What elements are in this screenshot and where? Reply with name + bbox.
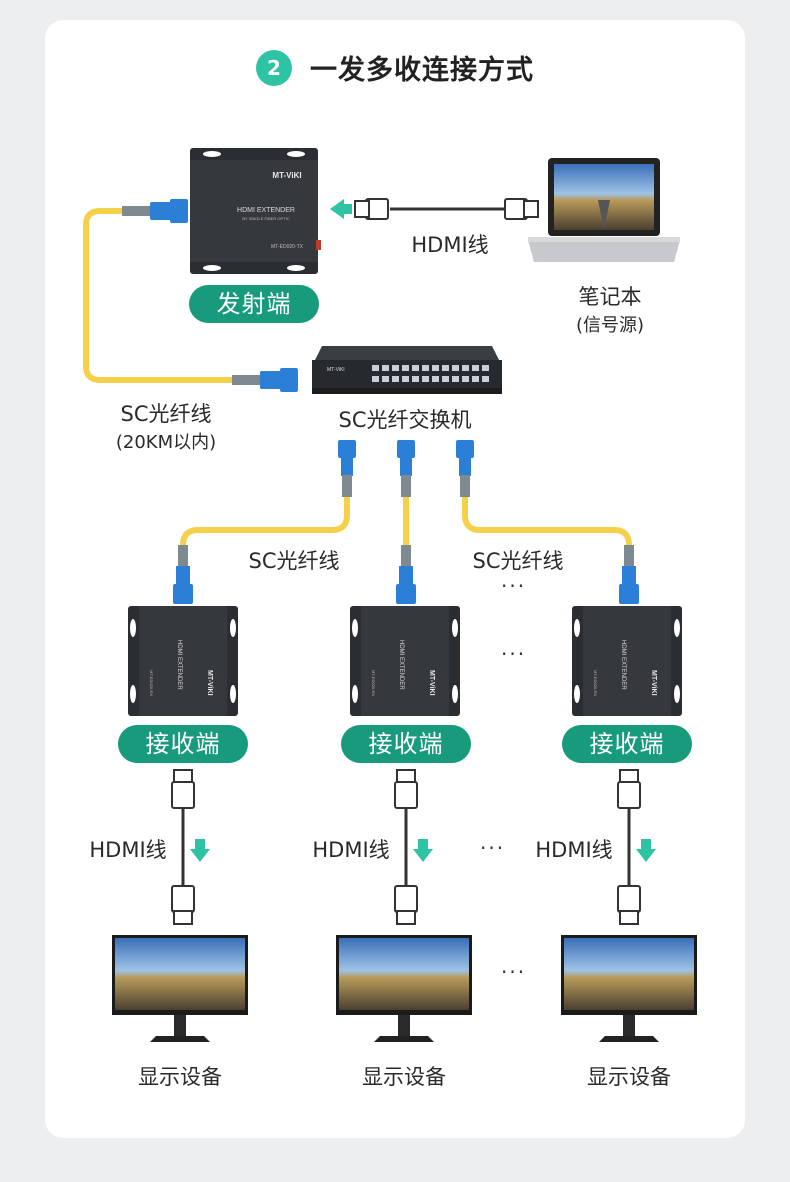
hdmi-cable-label-3: HDMI线 <box>535 838 613 862</box>
arrow-down-icon <box>636 839 656 862</box>
fiber-connector-switch <box>232 368 298 392</box>
ellipsis-2: ··· <box>501 642 527 666</box>
fiber-cable-label-right: SC光纤线 <box>472 549 564 573</box>
ellipsis-3: ··· <box>480 836 506 860</box>
fiber-switch-image: MT-ViKI <box>312 346 502 394</box>
hdmi-cable-2 <box>394 769 433 925</box>
tx-tagline: BY SINGLE FIBER OPTIC <box>242 216 289 221</box>
laptop-sub-label: (信号源) <box>575 315 645 336</box>
transmitter-label: 发射端 <box>189 285 319 323</box>
hdmi-cable-label-top: HDMI线 <box>411 233 489 257</box>
step-badge: 2 <box>256 49 292 86</box>
laptop-label: 笔记本 <box>578 285 642 309</box>
hdmi-cable-top <box>330 198 539 220</box>
display-label-1: 显示设备 <box>138 1065 222 1089</box>
receiver-device-2: HDMI EXTENDER MT-ViKI MT-ED020-RX <box>350 606 460 716</box>
transmitter-device: MT-ViKI HDMI EXTENDER BY SINGLE FIBER OP… <box>190 148 321 274</box>
receiver-label-2: 接收端 <box>341 725 471 763</box>
rx1-brand: MT-ViKI <box>206 670 213 696</box>
receiver-device-1: HDMI EXTENDER MT-ViKI MT-ED020-RX <box>128 606 238 716</box>
hdmi-cable-label-1: HDMI线 <box>89 838 167 862</box>
receiver-device-3: HDMI EXTENDER MT-ViKI MT-ED020-RX <box>572 606 682 716</box>
ellipsis-1: ··· <box>501 574 527 598</box>
rx3-brand: MT-ViKI <box>650 670 657 696</box>
rx1-model: MT-ED020-RX <box>149 670 154 696</box>
arrow-down-icon <box>190 839 210 862</box>
switch-connectors <box>338 440 474 497</box>
receiver-label-3: 接收端 <box>562 725 692 763</box>
rx1-product: HDMI EXTENDER <box>176 640 182 690</box>
switch-label: SC光纤交换机 <box>338 408 472 432</box>
receiver-connectors <box>173 545 639 604</box>
title-text: 一发多收连接方式 <box>310 55 534 86</box>
tx-product: HDMI EXTENDER <box>237 207 295 214</box>
rx3-product: HDMI EXTENDER <box>620 640 626 690</box>
section-title: 2 一发多收连接方式 <box>0 48 790 87</box>
receiver-label-1: 接收端 <box>118 725 248 763</box>
ellipsis-4: ··· <box>501 960 527 984</box>
arrow-down-icon <box>413 839 433 862</box>
fiber-cable-tx <box>83 208 263 383</box>
fiber-cable-label-tx: SC光纤线 <box>120 402 212 426</box>
monitor-3 <box>561 935 697 1042</box>
display-label-2: 显示设备 <box>362 1065 446 1089</box>
display-label-3: 显示设备 <box>587 1065 671 1089</box>
fiber-cable-rx3 <box>462 492 632 578</box>
rx2-model: MT-ED020-RX <box>371 670 376 696</box>
monitor-2 <box>336 935 472 1042</box>
rx2-product: HDMI EXTENDER <box>398 640 404 690</box>
tx-model: MT-ED020-TX <box>271 244 304 250</box>
tx-brand: MT-ViKI <box>272 171 301 180</box>
rx3-model: MT-ED020-RX <box>593 670 598 696</box>
switch-brand: MT-ViKI <box>327 367 345 373</box>
laptop-image <box>528 158 680 262</box>
monitor-1 <box>112 935 248 1042</box>
fiber-range-label: (20KM以内) <box>115 432 217 453</box>
fiber-cable-rx1 <box>180 492 350 578</box>
hdmi-cable-1 <box>171 769 210 925</box>
rx2-brand: MT-ViKI <box>428 670 435 696</box>
fiber-connector-tx <box>122 199 188 223</box>
fiber-cable-label-left: SC光纤线 <box>248 549 340 573</box>
hdmi-cable-3 <box>617 769 656 925</box>
hdmi-cable-label-2: HDMI线 <box>312 838 390 862</box>
arrow-left-icon <box>330 199 352 219</box>
